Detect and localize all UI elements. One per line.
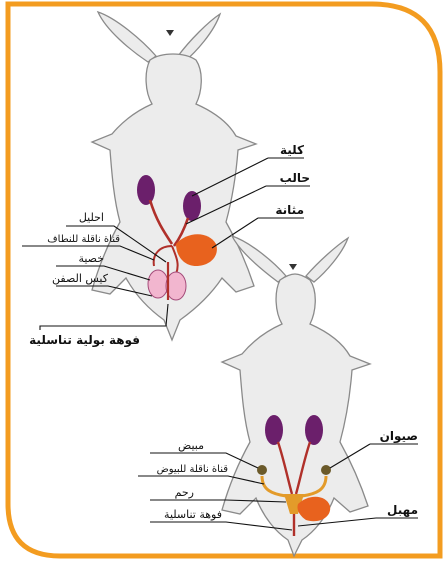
label-ureter: حالب [280,171,310,185]
label-scrotum: كيس الصفن [52,272,109,285]
label-vas-deferens: قناة ناقلة للنطاف [47,234,120,245]
label-kidney: كلية [280,143,304,157]
female-nose-icon [289,264,297,270]
label-vagina: مهبل [387,503,418,517]
male-left-ear [98,12,156,62]
label-uterus: رحم [175,486,194,499]
label-testis: خصية [78,252,104,265]
male-testis-left [148,270,168,298]
male-nose-icon [166,30,174,36]
label-genital-opening: فوهة تناسلية [164,508,222,521]
label-bladder: مثانة [275,203,304,217]
label-oviduct: قناة ناقلة للبيوض [157,464,229,475]
female-left-kidney [265,415,283,445]
label-ovary: مبيض [178,439,204,452]
female-right-ear [306,238,348,282]
label-epididymis: احليل [79,211,104,224]
female-ovary-right [321,465,331,475]
label-urogenital-opening: فوهة بولية تناسلية [29,333,140,348]
female-ovary-left [257,465,267,475]
female-right-kidney [305,415,323,445]
male-left-kidney [137,175,155,205]
label-pavilion: صيوان [380,429,418,444]
